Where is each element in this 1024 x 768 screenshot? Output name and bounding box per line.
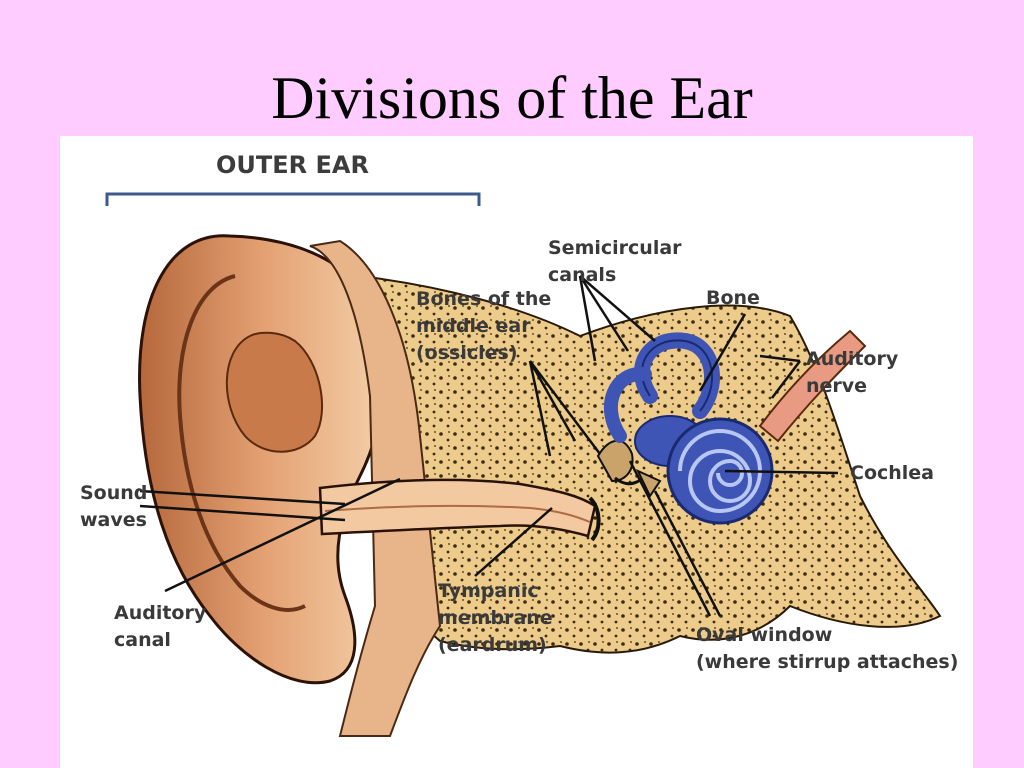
label-sound-waves: Sound waves — [80, 482, 148, 531]
auricle-inner-fold — [177, 274, 306, 612]
slide-title: Divisions of the Ear — [271, 65, 753, 131]
label-auditory-nerve: Auditory nerve — [806, 348, 899, 397]
outer-ear-bracket — [105, 192, 481, 206]
label-cochlea: Cochlea — [850, 462, 935, 484]
label-bones-middle-ear: Bones of the middle ear (ossicles) — [416, 288, 552, 364]
ear-diagram-illustration — [105, 192, 942, 737]
cochlea-spiral — [666, 417, 774, 525]
leader-lines — [139, 275, 839, 617]
label-auditory-canal: Auditory canal — [114, 602, 207, 651]
label-oval-window: Oval window (where stirrup attaches) — [696, 624, 959, 673]
concha — [225, 331, 323, 453]
auditory-nerve — [758, 329, 867, 443]
ossicles — [596, 439, 662, 499]
ear-diagram-panel: OUTER EAR Semicircular canals Bones of t… — [60, 136, 973, 768]
label-semicircular-canals: Semicircular canals — [548, 237, 682, 286]
eardrum — [588, 496, 601, 542]
auditory-canal-tube — [318, 478, 597, 538]
label-outer-ear: OUTER EAR — [216, 151, 369, 179]
label-tympanic-membrane: Tympanic membrane (eardrum) — [438, 580, 553, 656]
label-bone: Bone — [706, 287, 760, 309]
